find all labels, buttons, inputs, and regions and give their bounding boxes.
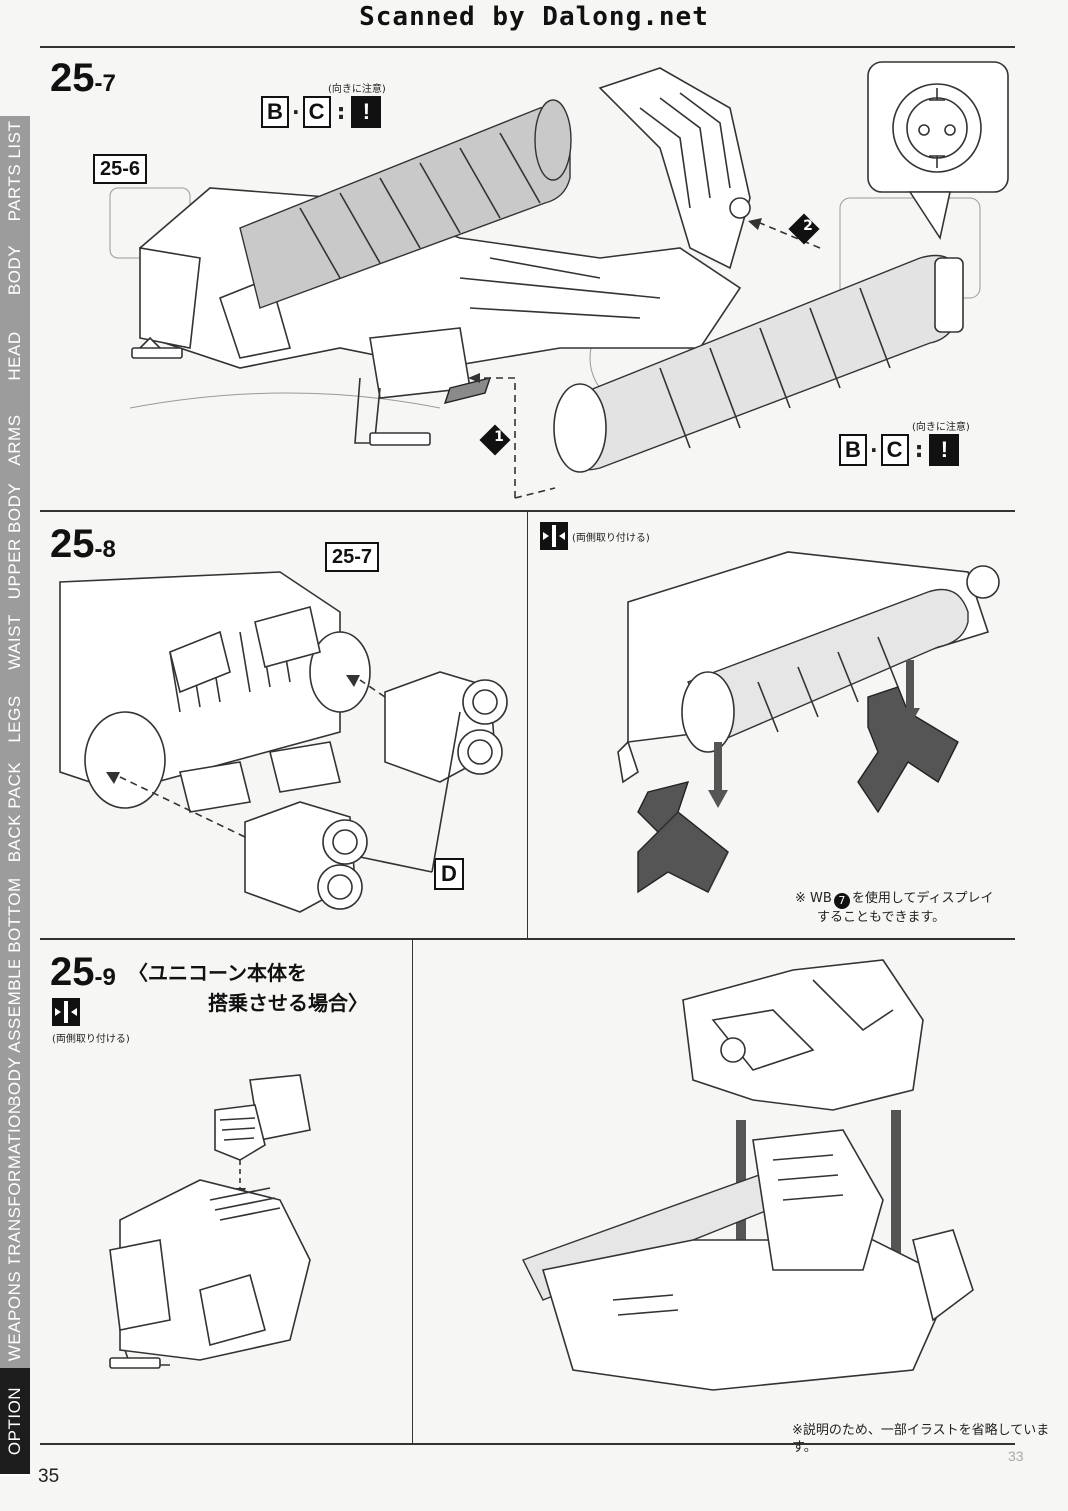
mounted-cylinder [239,99,572,309]
thruster-assembly [59,571,371,813]
order-marker-1 [479,424,511,456]
illustration-omit-note: ※説明のため、一部イラストを省略しています。 [792,1423,1050,1455]
sidebar-tab-legs[interactable]: LEGS [0,684,30,756]
part-tag-c: C [880,434,909,466]
bottom-rule [40,1443,1015,1445]
top-rule [40,46,1015,48]
reference-step-tag: 25-6 [93,154,147,184]
sidebar-tab-option[interactable]: OPTION [0,1368,30,1476]
display-stand-right [857,686,959,814]
section-divider [40,938,1015,940]
caution-icon: ! [929,434,960,466]
step-number-25-7: 25-7 [50,56,116,100]
orientation-caution-note: (向きに注意) [912,422,970,433]
both-sides-icon [52,998,80,1026]
vehicle-front [109,1179,311,1369]
step-title: 〈ユニコーン本体を 搭乗させる場合〉 [128,961,368,1015]
assembly-arrows [468,218,821,499]
unicorn-torso [682,959,924,1111]
orientation-caution-note: (向きに注意) [328,84,386,95]
vehicle-chassis [522,1129,974,1391]
both-sides-instruction: (両側取り付ける) [540,522,650,550]
part-tag-b: B [261,96,289,128]
caution-icon: ! [351,96,382,128]
step-25-9-left-illustration [109,1074,311,1369]
part-group-b-c: B · C : ! [839,434,960,466]
sidebar-tab-bottom[interactable]: BOTTOM [0,870,30,962]
sidebar-tab-back-pack[interactable]: BACK PACK [0,754,30,872]
assembly-arrows [106,675,461,873]
nozzle-upper [384,671,508,783]
part-tag-c: C [302,96,331,128]
step-25-7-illustration [109,61,1009,499]
sidebar-tab-body-assemble[interactable]: BODY ASSEMBLE [0,960,30,1106]
detached-cylinder [553,254,964,473]
sidebar-tab-head[interactable]: HEAD [0,314,30,400]
down-arrows [708,660,920,808]
scan-credit: Scanned by Dalong.net [359,2,709,32]
part-group-b-c: B · C : ! [261,96,382,128]
both-sides-instruction: (両側取り付ける) [52,998,130,1045]
nozzle-lower [244,801,368,913]
sidebar-tab-weapons[interactable]: WEAPONS [0,1264,30,1370]
both-sides-icon [540,522,568,550]
step-number-25-9: 25-9 [50,950,116,994]
sidebar-tab-waist[interactable]: WAIST [0,600,30,686]
robot-hand [214,1074,311,1161]
column-divider [412,940,413,1443]
section-divider [40,510,1015,512]
column-divider [527,512,528,938]
ghost-page-number: 33 [1008,1448,1024,1464]
order-marker-1-label: 1 [494,429,504,445]
connector-callout [867,61,1009,241]
step-25-9-right-illustration [522,959,974,1391]
order-marker-2-label: 2 [803,218,813,234]
display-stand-illustration [617,551,1000,894]
part-tag-d: D [434,858,464,890]
sidebar-tab-arms[interactable]: ARMS [0,398,30,484]
step-25-8-illustration [59,571,508,913]
sidebar-tab-body[interactable]: BODY [0,226,30,316]
step-number-25-8: 25-8 [50,522,116,566]
display-stand-left [637,781,729,894]
rear-clamp [598,67,751,270]
page-number: 35 [38,1466,60,1487]
stand-mounted-unit [617,551,1000,784]
sidebar-section-tabs: PARTS LIST BODY HEAD ARMS UPPER BODY WAI… [0,116,30,1476]
sidebar-tab-upper-body[interactable]: UPPER BODY [0,482,30,602]
part-tag-b: B [839,434,867,466]
sidebar-tab-parts-list[interactable]: PARTS LIST [0,116,30,228]
sidebar-tab-transformation[interactable]: TRANSFORMATION [0,1104,30,1266]
reference-step-tag: 25-7 [325,542,379,572]
